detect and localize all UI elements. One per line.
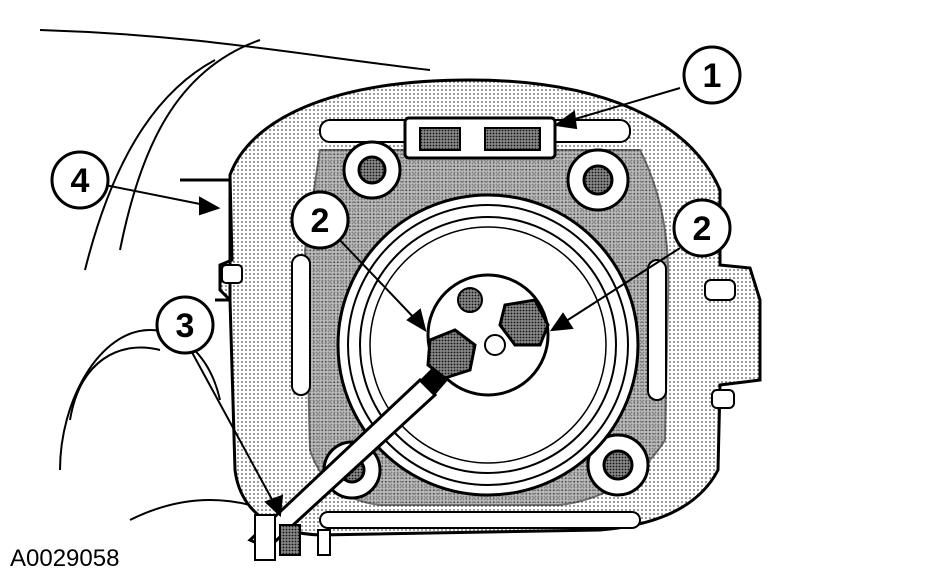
callout-label: 2 [311,202,330,240]
background-wires [39,29,431,521]
callout-label: 2 [693,210,712,248]
callout-label: 4 [71,162,90,200]
callout-2-left: 2 [290,190,350,250]
callout-2-right: 2 [672,198,732,258]
leader-lines [104,87,681,518]
figure-id-label: A0029058 [10,545,120,572]
retaining-clip [254,514,331,561]
bottom-slot [319,511,641,529]
callout-1: 1 [682,45,742,105]
callout-3: 3 [155,295,215,355]
center-hub [426,273,550,397]
side-slots [291,254,667,401]
left-latch [180,178,243,302]
callout-label: 3 [176,307,195,345]
top-connector [319,116,631,160]
right-latch [704,279,736,409]
callout-label: 1 [703,57,722,95]
callout-4: 4 [50,150,110,210]
